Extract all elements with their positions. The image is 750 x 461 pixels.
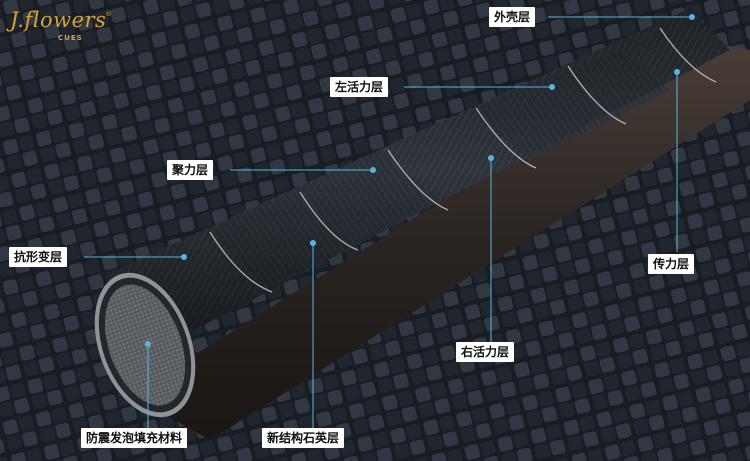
label-foam-core: 防震发泡填充材料 xyxy=(81,428,188,448)
label-focus-power: 聚力层 xyxy=(167,160,214,180)
brand-subtitle: CUES xyxy=(58,34,83,42)
label-right-active: 右活力层 xyxy=(456,342,515,362)
brand-registered-mark: ® xyxy=(105,10,112,18)
brand-name: J.flowers xyxy=(10,8,107,32)
brand-logo: J.flowers ® CUES xyxy=(10,8,112,42)
label-outer-shell: 外壳层 xyxy=(489,7,536,27)
label-left-active: 左活力层 xyxy=(330,77,389,97)
label-transmission: 传力层 xyxy=(648,254,695,274)
label-anti-deform: 抗形变层 xyxy=(9,247,68,267)
label-quartz: 新结构石英层 xyxy=(262,428,345,448)
